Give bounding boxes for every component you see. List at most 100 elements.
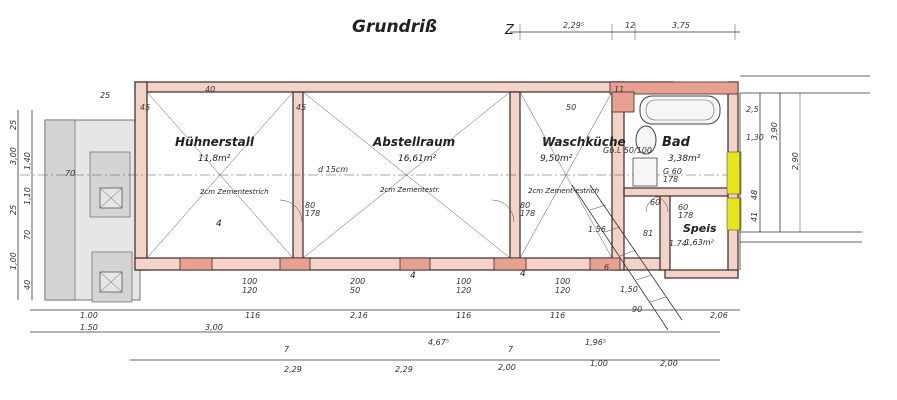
dim-top-2: 12 bbox=[625, 21, 635, 30]
yellow-marker bbox=[726, 151, 742, 195]
room-name: Bad bbox=[662, 135, 691, 150]
dim-top-1: 2,29⁵ bbox=[563, 21, 584, 30]
svg-text:1,96⁵: 1,96⁵ bbox=[585, 338, 606, 347]
svg-text:1,50: 1,50 bbox=[620, 285, 638, 294]
right-dimensions: 2,90 3,90 48 41 bbox=[750, 93, 800, 232]
top-dimensions: Z 2,29⁵ 12 3,75 bbox=[504, 21, 740, 40]
svg-text:2,00: 2,00 bbox=[660, 359, 678, 368]
svg-text:11: 11 bbox=[614, 85, 624, 94]
svg-text:70: 70 bbox=[65, 169, 75, 178]
svg-text:3,00: 3,00 bbox=[205, 323, 223, 332]
svg-text:100: 100 bbox=[555, 277, 570, 286]
left-dimensions: 25 3,00 25 1,00 1,40 1,10 70 40 bbox=[9, 110, 33, 300]
svg-text:25: 25 bbox=[9, 120, 18, 130]
svg-text:41: 41 bbox=[750, 212, 759, 222]
svg-text:1.50: 1.50 bbox=[80, 323, 98, 332]
svg-text:90: 90 bbox=[632, 305, 642, 314]
door-width: 80 bbox=[305, 201, 315, 210]
window-heights: 100 120 100 120 100 120 200 50 bbox=[242, 277, 570, 295]
dim-top-3: 3,75 bbox=[672, 21, 690, 30]
svg-text:100: 100 bbox=[456, 277, 471, 286]
stair bbox=[571, 184, 683, 331]
door-height: 178 bbox=[678, 211, 693, 220]
svg-text:2,06: 2,06 bbox=[710, 311, 728, 320]
door-width: 60 bbox=[678, 203, 688, 212]
svg-text:3,90: 3,90 bbox=[770, 122, 779, 140]
room-area: 16,61m² bbox=[398, 154, 437, 164]
room-area: 3,38m² bbox=[668, 154, 701, 164]
svg-text:45: 45 bbox=[140, 103, 150, 112]
svg-text:2,29: 2,29 bbox=[284, 365, 302, 374]
room-number: 4 bbox=[520, 269, 526, 279]
left-extension bbox=[44, 119, 141, 303]
svg-text:7: 7 bbox=[508, 345, 514, 354]
room-area: 9,50m² bbox=[540, 154, 573, 164]
svg-text:2,5: 2,5 bbox=[746, 105, 759, 114]
room-number: 4 bbox=[410, 271, 416, 281]
svg-text:50: 50 bbox=[350, 286, 360, 295]
door-swings bbox=[279, 195, 669, 223]
svg-text:100: 100 bbox=[242, 277, 257, 286]
bathroom-fixtures bbox=[632, 95, 721, 187]
svg-text:120: 120 bbox=[456, 286, 471, 295]
svg-text:25: 25 bbox=[9, 205, 18, 215]
door-labels: 80 178 80 178 60 178 G 60 178 d 15cm Gb.… bbox=[305, 146, 693, 248]
room-number: 4 bbox=[216, 219, 222, 229]
floor-finish: 2cm Zement-estrich bbox=[528, 187, 599, 195]
svg-text:45: 45 bbox=[296, 103, 306, 112]
door-width: G 60 bbox=[663, 167, 682, 176]
svg-text:4,67⁵: 4,67⁵ bbox=[428, 338, 449, 347]
svg-text:1,00: 1,00 bbox=[590, 359, 608, 368]
svg-text:2,29: 2,29 bbox=[395, 365, 413, 374]
room-area: 11,8m² bbox=[198, 154, 231, 164]
yellow-marker bbox=[726, 197, 742, 231]
room-name: Speis bbox=[683, 222, 717, 235]
door-width: 80 bbox=[520, 201, 530, 210]
svg-text:2,90: 2,90 bbox=[791, 152, 800, 170]
room-bad: Bad 3,38m² bbox=[662, 135, 701, 164]
svg-text:120: 120 bbox=[242, 286, 257, 295]
room-name: Hühnerstall bbox=[175, 135, 255, 149]
stair-width: 1.56 bbox=[588, 225, 606, 234]
floor-finish: 2cm Zementestr. bbox=[380, 186, 440, 194]
svg-text:1,10: 1,10 bbox=[23, 187, 32, 205]
bath-spec-note: Gb.L 50/100 bbox=[603, 146, 652, 155]
bottom-dimension-row-3: 7 2,29 2,29 7 2,00 1,00 2,00 bbox=[130, 345, 720, 374]
svg-text:2,16: 2,16 bbox=[350, 311, 368, 320]
bottom-dimension-row-1: 1.00 116 2,16 116 116 2,06 bbox=[30, 309, 740, 320]
stair-height: 81 bbox=[643, 229, 653, 238]
floor-finish: 2cm Zementestrich bbox=[200, 188, 269, 196]
svg-text:116: 116 bbox=[550, 311, 565, 320]
svg-text:40: 40 bbox=[205, 85, 215, 94]
svg-text:60: 60 bbox=[650, 198, 660, 207]
room-name: Abstellraum bbox=[372, 135, 455, 149]
wall-tags: 25 40 45 50 11 2,5 1,30 45 6 70 60 1,50 … bbox=[65, 85, 764, 314]
room-name: Waschküche bbox=[542, 135, 626, 149]
door-height: 178 bbox=[663, 175, 678, 184]
speis-dimension: 1.74 bbox=[669, 239, 687, 248]
svg-text:40: 40 bbox=[23, 280, 32, 290]
room-waschkueche: Waschküche 9,50m² 2cm Zement-estrich 4 bbox=[520, 135, 626, 279]
room-speis: Speis 1,63m² bbox=[683, 222, 717, 247]
svg-text:48: 48 bbox=[750, 190, 759, 200]
north-marker: Z bbox=[504, 23, 515, 38]
svg-text:6: 6 bbox=[604, 263, 609, 272]
room-abstellraum: Abstellraum 16,61m² 2cm Zementestr. 4 bbox=[372, 135, 455, 281]
door-height: 178 bbox=[520, 209, 535, 218]
svg-text:116: 116 bbox=[456, 311, 471, 320]
bottom-dimension-row-2: 1.50 3,00 4,67⁵ 1,96⁵ bbox=[30, 323, 720, 347]
plan-title: Grundriß bbox=[352, 17, 437, 37]
svg-text:2,00: 2,00 bbox=[498, 363, 516, 372]
room-area: 1,63m² bbox=[685, 238, 715, 247]
svg-text:116: 116 bbox=[245, 311, 260, 320]
svg-text:70: 70 bbox=[23, 230, 32, 240]
svg-text:25: 25 bbox=[100, 91, 110, 100]
svg-text:7: 7 bbox=[284, 345, 290, 354]
room-huehnerstall: Hühnerstall 11,8m² 2cm Zementestrich 4 bbox=[175, 135, 269, 229]
svg-text:1.00: 1.00 bbox=[80, 311, 98, 320]
wall-thickness-note: d 15cm bbox=[318, 165, 348, 174]
svg-text:1,40: 1,40 bbox=[23, 152, 32, 170]
right-boundary bbox=[739, 75, 870, 270]
svg-text:1,30: 1,30 bbox=[746, 133, 764, 142]
